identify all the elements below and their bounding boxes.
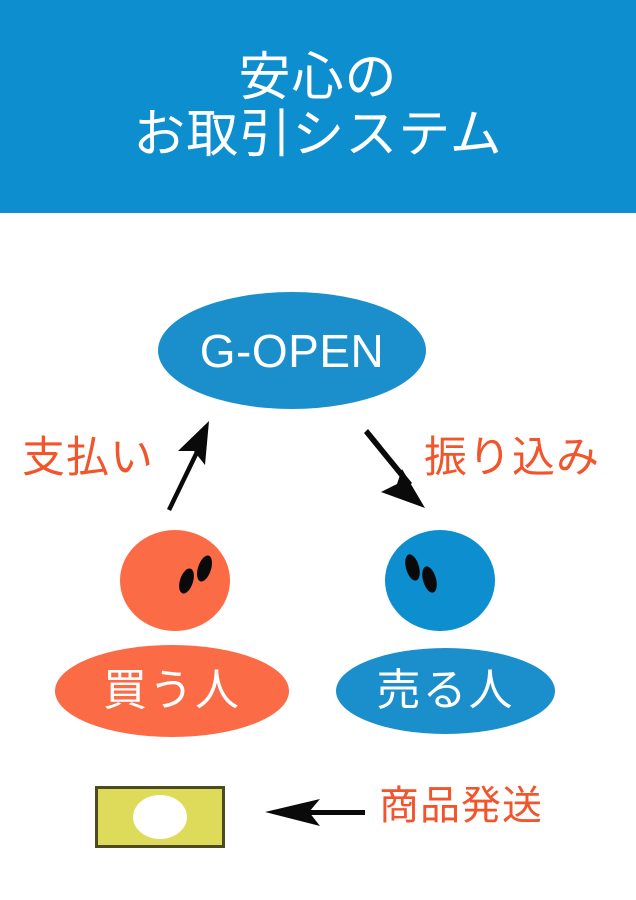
- buyer-face: [120, 530, 230, 631]
- node-buyer-label: 買う人: [103, 665, 241, 716]
- buyer-eye-right-icon: [194, 553, 215, 584]
- seller-eye-right-icon: [419, 564, 440, 595]
- header-banner: 安心の お取引システム: [0, 0, 636, 213]
- arrow-down-right-icon: [364, 429, 425, 508]
- seller-eye-left-icon: [402, 552, 423, 583]
- seller-face: [385, 530, 495, 631]
- buyer-eye-left-icon: [176, 566, 197, 596]
- banner-title-line-2: お取引システム: [133, 104, 503, 165]
- package-hole-icon: [133, 795, 187, 839]
- arrow-left-icon: [265, 799, 365, 826]
- node-seller-label: 売る人: [376, 665, 515, 716]
- node-gopen-label: G-OPEN: [199, 324, 385, 377]
- flow-label-payment: 支払い: [22, 433, 154, 483]
- node-buyer: 買う人: [55, 645, 289, 737]
- flow-label-transfer: 振り込み: [424, 433, 600, 483]
- node-seller: 売る人: [336, 648, 555, 734]
- arrow-up-right-icon: [167, 421, 209, 511]
- product-package: [95, 786, 225, 848]
- banner-title-line-1: 安心の: [238, 48, 398, 109]
- node-gopen: G-OPEN: [158, 292, 426, 409]
- flow-label-shipping: 商品発送: [379, 783, 543, 829]
